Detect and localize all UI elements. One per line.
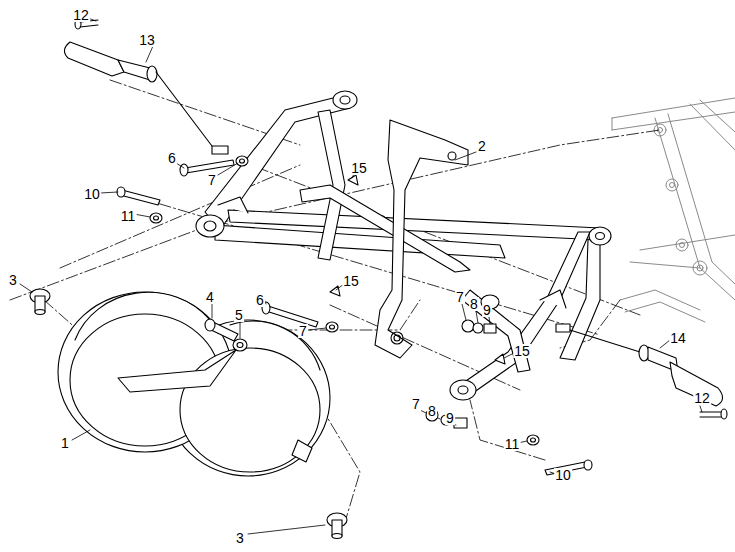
callout-number: 7	[298, 324, 308, 338]
callout-number: 11	[120, 209, 137, 223]
callout-number: 10	[83, 187, 101, 201]
callout-number: 7	[455, 290, 465, 304]
callout-number: 3	[8, 273, 18, 287]
callout-number: 15	[350, 161, 368, 175]
callout-number: 9	[482, 303, 492, 317]
leader-lines	[20, 18, 702, 534]
callout-number: 6	[167, 151, 177, 165]
callout-number: 7	[411, 397, 421, 411]
callout-number: 12	[72, 8, 90, 22]
bracket	[375, 120, 468, 358]
callout-number: 11	[504, 437, 521, 451]
turn-signal	[556, 324, 727, 419]
flange-bolt	[30, 289, 347, 539]
callout-number: 5	[234, 308, 244, 322]
callout-number: 14	[669, 331, 687, 345]
callout-number: 15	[342, 274, 360, 288]
callout-number: 4	[205, 290, 215, 304]
frame-outline	[612, 98, 735, 322]
engine-cover	[58, 292, 330, 476]
turn-signal	[64, 19, 228, 154]
callout-number: 7	[207, 173, 217, 187]
callout-number: 10	[554, 468, 572, 482]
callout-number: 2	[477, 139, 487, 153]
callout-number: 1	[60, 436, 70, 450]
callout-number: 13	[138, 33, 156, 47]
callout-number: 9	[445, 411, 455, 425]
callout-number: 6	[255, 293, 265, 307]
callout-number: 12	[693, 391, 711, 405]
callout-number: 3	[235, 531, 245, 545]
callout-number: 8	[469, 297, 479, 311]
callout-number: 15	[513, 344, 531, 358]
assembly-lines	[10, 80, 660, 522]
callout-number: 8	[427, 404, 437, 418]
